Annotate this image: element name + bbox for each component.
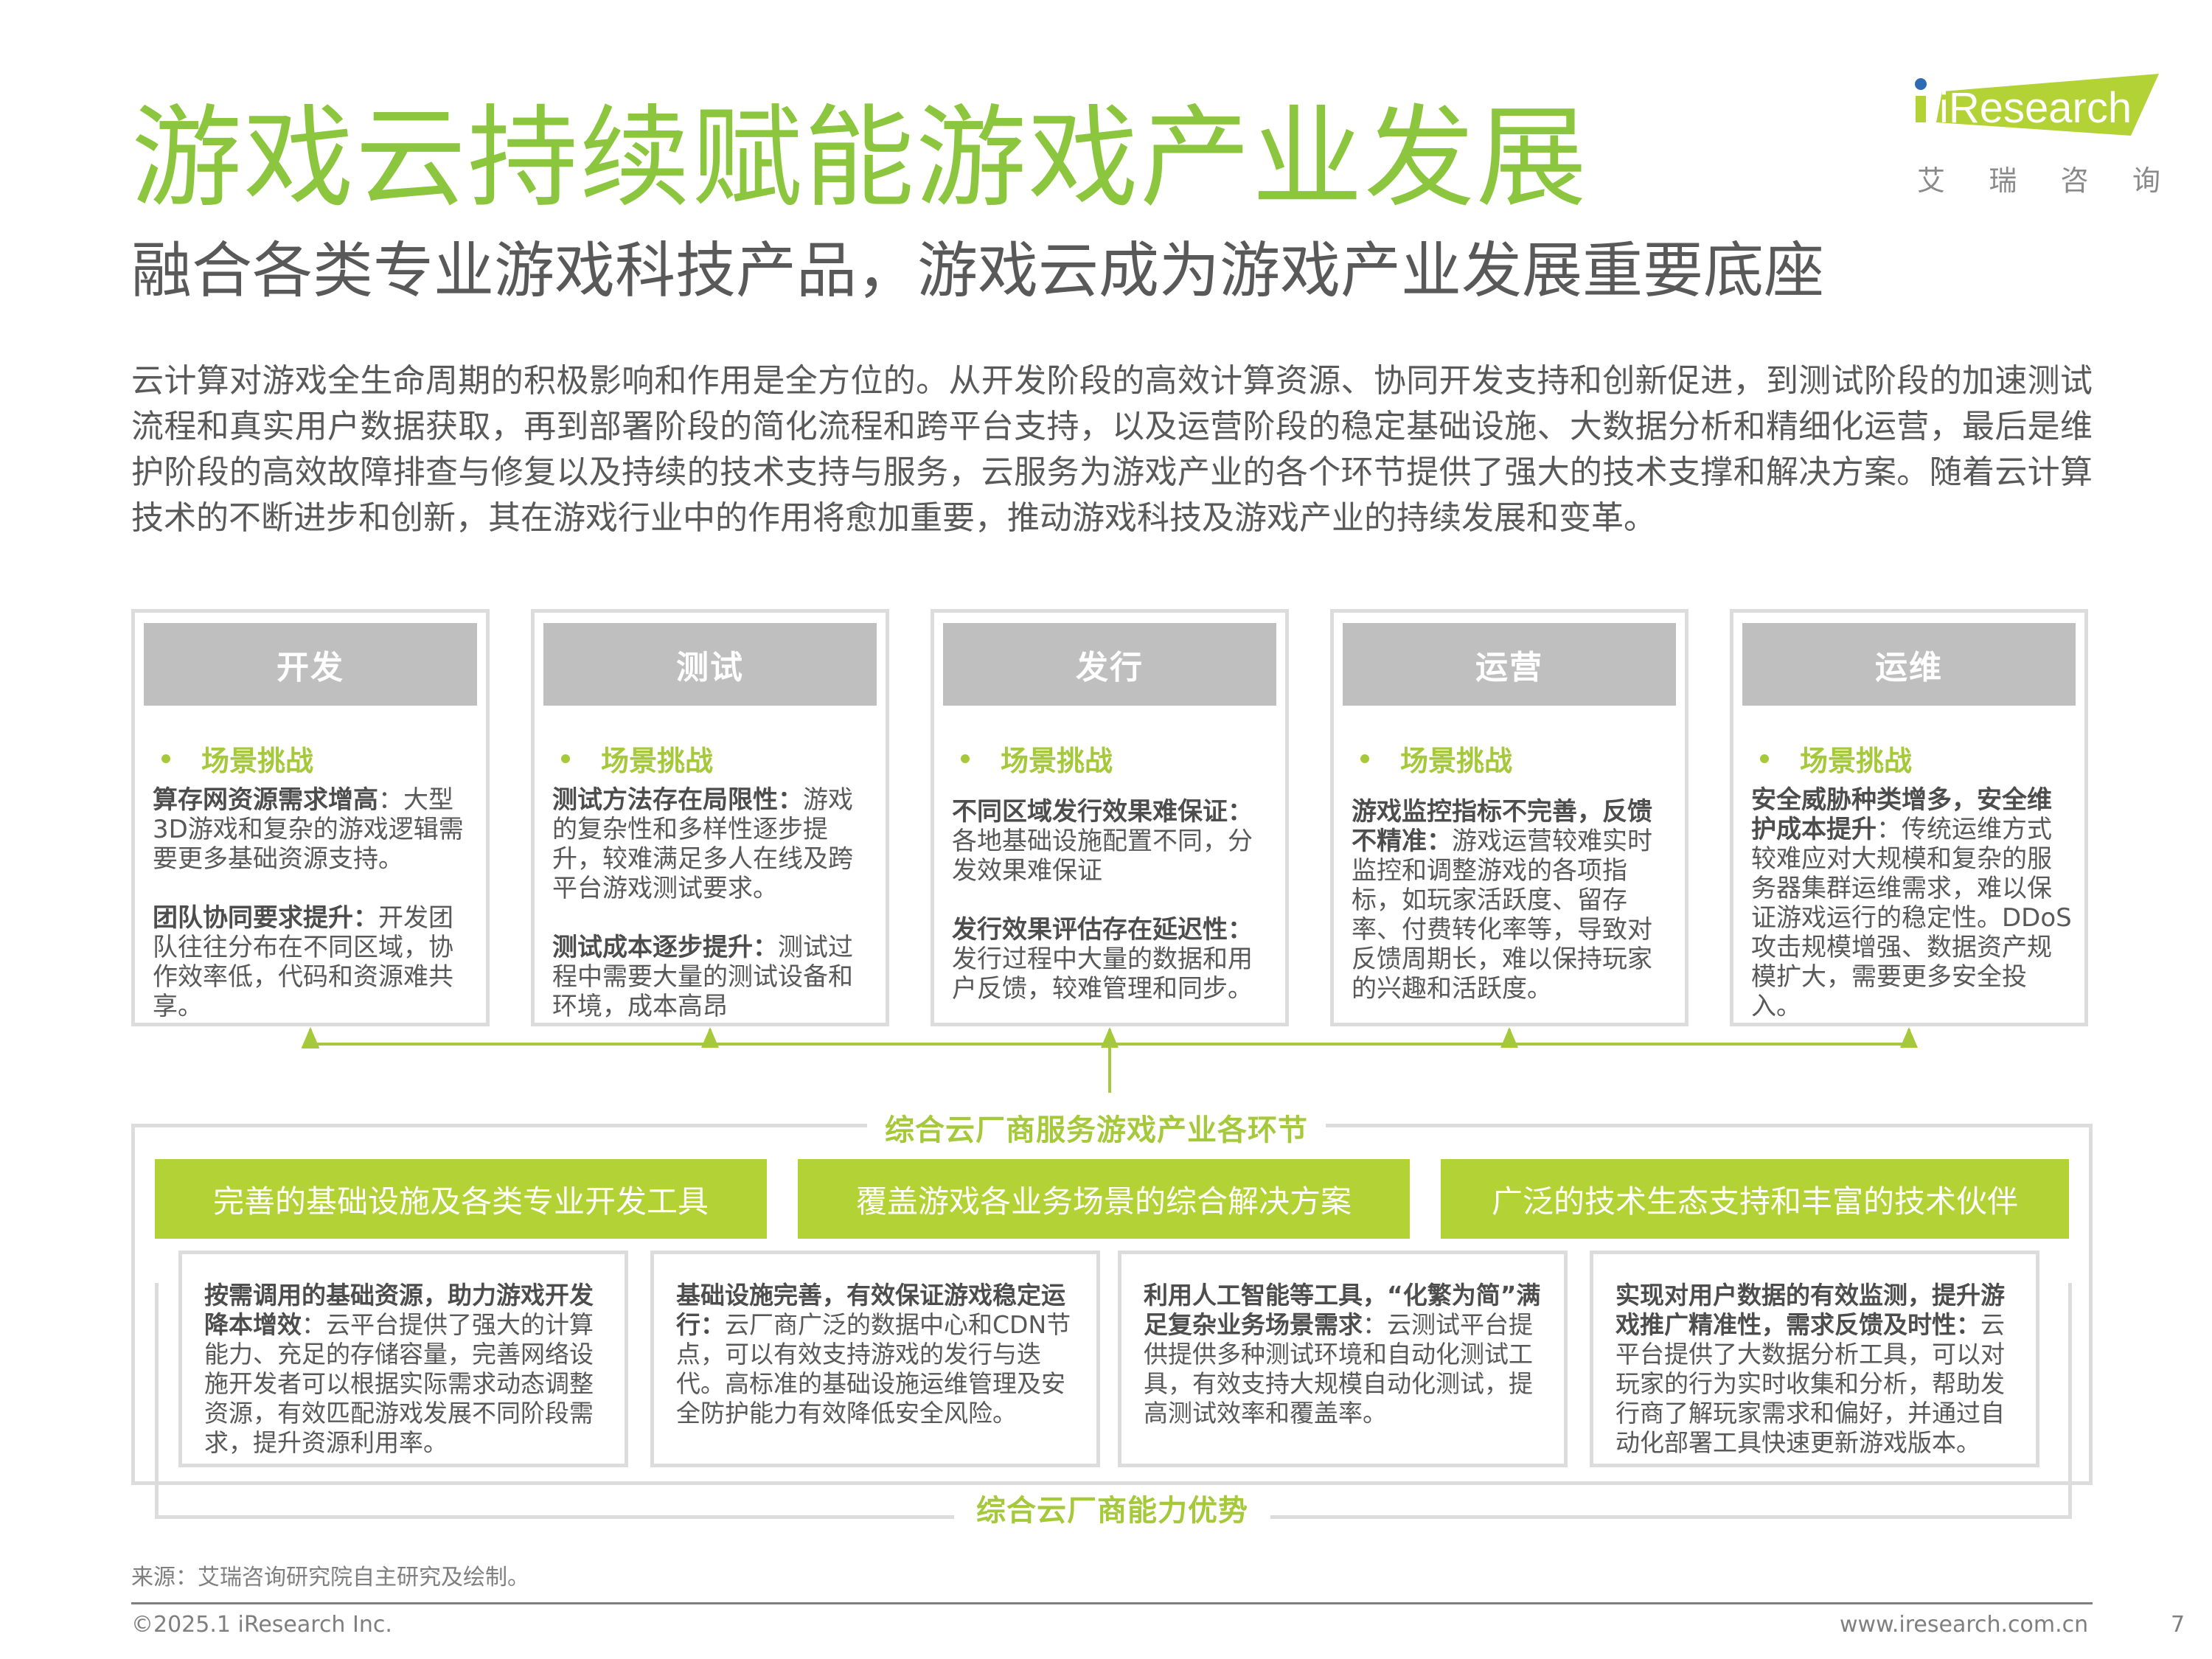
stage-header: 开发 bbox=[144, 623, 477, 706]
stage-body: 算存网资源需求增高：大型3D游戏和复杂的游戏逻辑需要更多基础资源支持。 团队协同… bbox=[153, 785, 474, 1051]
page-number: 7 bbox=[2171, 1612, 2185, 1638]
challenge-text: 测试过程中需要大量的测试设备和环境，成本高昂 bbox=[552, 933, 853, 1021]
challenge-text: 开发团队往往分布在不同区域，协作效率低，代码和资源难共享。 bbox=[153, 903, 453, 1021]
pillar-ecosystem: 广泛的技术生态支持和丰富的技术伙伴 bbox=[1441, 1159, 2069, 1239]
challenge-item: 不同区域发行效果难保证：各地基础设施配置不同，分发效果难保证 bbox=[952, 797, 1273, 886]
cloud-services-label: 综合云厂商服务游戏产业各环节 bbox=[867, 1106, 1326, 1149]
advantage-text: 云平台提供了大数据分析工具，可以对玩家的行为实时收集和分析，帮助发行商了解玩家需… bbox=[1615, 1310, 2005, 1457]
stage-header: 运维 bbox=[1742, 623, 2076, 706]
advantage-text: 云厂商广泛的数据中心和CDN节点，可以有效支持游戏的发行与迭代。高标准的基础设施… bbox=[676, 1310, 1071, 1427]
challenge-text: 游戏运营较难实时监控和调整游戏的各项指标，如玩家活跃度、留存率、付费转化率等，导… bbox=[1352, 827, 1652, 1004]
challenge-text: 发行过程中大量的数据和用户反馈，较难管理和同步。 bbox=[952, 945, 1253, 1004]
stage-card-publish: 发行 场景挑战 不同区域发行效果难保证：各地基础设施配置不同，分发效果难保证 发… bbox=[931, 609, 1289, 1026]
challenge-title: 安全威胁种类增多，安全维护成本提升 bbox=[1751, 785, 2052, 844]
advantage-text: ：云平台提供了强大的计算能力、充足的存储容量，完善网络设施开发者可以根据实际需求… bbox=[204, 1310, 594, 1457]
logo-char: 瑞 bbox=[1989, 164, 2017, 197]
logo-char: 咨 bbox=[2060, 164, 2089, 197]
challenge-title: 算存网资源需求增高 bbox=[153, 785, 378, 815]
stage-header: 发行 bbox=[943, 623, 1276, 706]
arrow-up-icon bbox=[302, 1027, 319, 1048]
advantage-title: 利用人工智能等工具，“化繁为简”满足复杂业务场景需求 bbox=[1144, 1281, 1541, 1339]
stage-body: 游戏监控指标不完善，反馈不精准：游戏运营较难实时监控和调整游戏的各项指标，如玩家… bbox=[1352, 797, 1673, 1033]
pillar-infrastructure: 完善的基础设施及各类专业开发工具 bbox=[155, 1159, 767, 1239]
advantage-title: 实现对用户数据的有效监测，提升游戏推广精准性，需求反馈及时性： bbox=[1615, 1281, 2005, 1339]
challenge-title: 团队协同要求提升： bbox=[153, 903, 378, 933]
arrow-up-icon bbox=[1101, 1027, 1119, 1048]
subheading-text: 场景挑战 bbox=[1001, 745, 1113, 777]
challenge-item: 测试成本逐步提升：测试过程中需要大量的测试设备和环境，成本高昂 bbox=[552, 933, 874, 1021]
arrow-up-icon bbox=[1900, 1027, 1918, 1048]
challenge-text: ：大型3D游戏和复杂的游戏逻辑需要更多基础资源支持。 bbox=[153, 785, 464, 874]
bullet-icon bbox=[1760, 754, 1769, 763]
cloud-advantages-label: 综合云厂商能力优势 bbox=[954, 1486, 1270, 1529]
stage-subheading: 场景挑战 bbox=[161, 738, 313, 779]
copyright: ©2025.1 iResearch Inc. bbox=[131, 1612, 392, 1638]
subheading-text: 场景挑战 bbox=[1800, 745, 1913, 777]
bullet-icon bbox=[561, 754, 570, 763]
stage-card-operate: 运营 场景挑战 游戏监控指标不完善，反馈不精准：游戏运营较难实时监控和调整游戏的… bbox=[1330, 609, 1688, 1026]
footer-divider bbox=[131, 1602, 2093, 1604]
arrow-up-icon bbox=[1500, 1027, 1518, 1048]
page-title: 游戏云持续赋能游戏产业发展 bbox=[131, 94, 1589, 223]
pillar-solutions: 覆盖游戏各业务场景的综合解决方案 bbox=[798, 1159, 1410, 1239]
stage-body: 不同区域发行效果难保证：各地基础设施配置不同，分发效果难保证 发行效果评估存在延… bbox=[952, 797, 1273, 1033]
challenge-item: 发行效果评估存在延迟性：发行过程中大量的数据和用户反馈，较难管理和同步。 bbox=[952, 915, 1273, 1004]
stage-card-test: 测试 场景挑战 测试方法存在局限性：游戏的复杂性和多样性逐步提升，较难满足多人在… bbox=[531, 609, 889, 1026]
stage-body: 安全威胁种类增多，安全维护成本提升：传统运维方式较难应对大规模和复杂的服务器集群… bbox=[1751, 785, 2073, 1051]
stage-subheading: 场景挑战 bbox=[1760, 738, 1912, 779]
challenge-item: 测试方法存在局限性：游戏的复杂性和多样性逐步提升，较难满足多人在线及跨平台游戏测… bbox=[552, 785, 874, 903]
stage-subheading: 场景挑战 bbox=[561, 738, 713, 779]
challenge-title: 不同区域发行效果难保证： bbox=[952, 797, 1253, 827]
stage-card-maintain: 运维 场景挑战 安全威胁种类增多，安全维护成本提升：传统运维方式较难应对大规模和… bbox=[1730, 609, 2088, 1026]
connector-stem bbox=[1108, 1029, 1111, 1093]
subheading-text: 场景挑战 bbox=[1400, 745, 1513, 777]
stage-header: 测试 bbox=[543, 623, 877, 706]
advantage-card: 实现对用户数据的有效监测，提升游戏推广精准性，需求反馈及时性：云平台提供了大数据… bbox=[1590, 1251, 2039, 1467]
svg-text:iResearch: iResearch bbox=[1939, 84, 2132, 132]
stage-body: 测试方法存在局限性：游戏的复杂性和多样性逐步提升，较难满足多人在线及跨平台游戏测… bbox=[552, 785, 874, 1051]
challenge-item: 安全威胁种类增多，安全维护成本提升：传统运维方式较难应对大规模和复杂的服务器集群… bbox=[1751, 785, 2073, 1021]
challenge-text: ：传统运维方式较难应对大规模和复杂的服务器集群运维需求，难以保证游戏运行的稳定性… bbox=[1751, 815, 2072, 1021]
advantage-title: 基础设施完善，有效保证游戏稳定运行： bbox=[676, 1281, 1065, 1339]
challenge-text: 各地基础设施配置不同，分发效果难保证 bbox=[952, 827, 1253, 886]
advantage-card: 利用人工智能等工具，“化繁为简”满足复杂业务场景需求：云测试平台提供提供多种测试… bbox=[1118, 1251, 1568, 1467]
advantage-title: 按需调用的基础资源，助力游戏开发降本增效 bbox=[204, 1281, 594, 1339]
challenge-item: 游戏监控指标不完善，反馈不精准：游戏运营较难实时监控和调整游戏的各项指标，如玩家… bbox=[1352, 797, 1673, 1004]
website-link[interactable]: www.iresearch.com.cn bbox=[1840, 1612, 2089, 1638]
challenge-title: 游戏监控指标不完善，反馈不精准： bbox=[1352, 797, 1652, 856]
challenge-title: 测试方法存在局限性： bbox=[552, 785, 803, 815]
iresearch-logo: iResearch 艾 瑞 咨 询 bbox=[1910, 71, 2160, 198]
stage-card-develop: 开发 场景挑战 算存网资源需求增高：大型3D游戏和复杂的游戏逻辑需要更多基础资源… bbox=[131, 609, 490, 1026]
arrow-up-icon bbox=[701, 1027, 719, 1048]
challenge-title: 测试成本逐步提升： bbox=[552, 933, 778, 962]
logo-char: 艾 bbox=[1917, 164, 1946, 197]
advantage-text: ：云测试平台提供提供多种测试环境和自动化测试工具，有效支持大规模自动化测试，提高… bbox=[1144, 1310, 1533, 1427]
challenge-title: 发行效果评估存在延迟性： bbox=[952, 915, 1253, 945]
bullet-icon bbox=[961, 754, 970, 763]
page-subtitle: 融合各类专业游戏科技产品，游戏云成为游戏产业发展重要底座 bbox=[131, 236, 1825, 306]
iresearch-logo-icon: iResearch bbox=[1915, 74, 2159, 136]
subheading-text: 场景挑战 bbox=[601, 745, 714, 777]
challenge-text: 游戏的复杂性和多样性逐步提升，较难满足多人在线及跨平台游戏测试要求。 bbox=[552, 785, 853, 903]
advantage-card: 基础设施完善，有效保证游戏稳定运行：云厂商广泛的数据中心和CDN节点，可以有效支… bbox=[650, 1251, 1100, 1467]
stage-subheading: 场景挑战 bbox=[1360, 738, 1512, 779]
challenge-item: 团队协同要求提升：开发团队往往分布在不同区域，协作效率低，代码和资源难共享。 bbox=[153, 903, 474, 1021]
source-note: 来源：艾瑞咨询研究院自主研究及绘制。 bbox=[131, 1565, 529, 1590]
stage-header: 运营 bbox=[1343, 623, 1676, 706]
challenge-item: 算存网资源需求增高：大型3D游戏和复杂的游戏逻辑需要更多基础资源支持。 bbox=[153, 785, 474, 874]
logo-char: 询 bbox=[2132, 164, 2160, 197]
advantage-card: 按需调用的基础资源，助力游戏开发降本增效：云平台提供了强大的计算能力、充足的存储… bbox=[178, 1251, 628, 1467]
logo-chinese-name: 艾 瑞 咨 询 bbox=[1917, 158, 2160, 198]
subheading-text: 场景挑战 bbox=[201, 745, 314, 777]
intro-paragraph: 云计算对游戏全生命周期的积极影响和作用是全方位的。从开发阶段的高效计算资源、协同… bbox=[131, 362, 2093, 537]
stage-subheading: 场景挑战 bbox=[961, 738, 1113, 779]
bullet-icon bbox=[161, 754, 170, 763]
bullet-icon bbox=[1360, 754, 1369, 763]
